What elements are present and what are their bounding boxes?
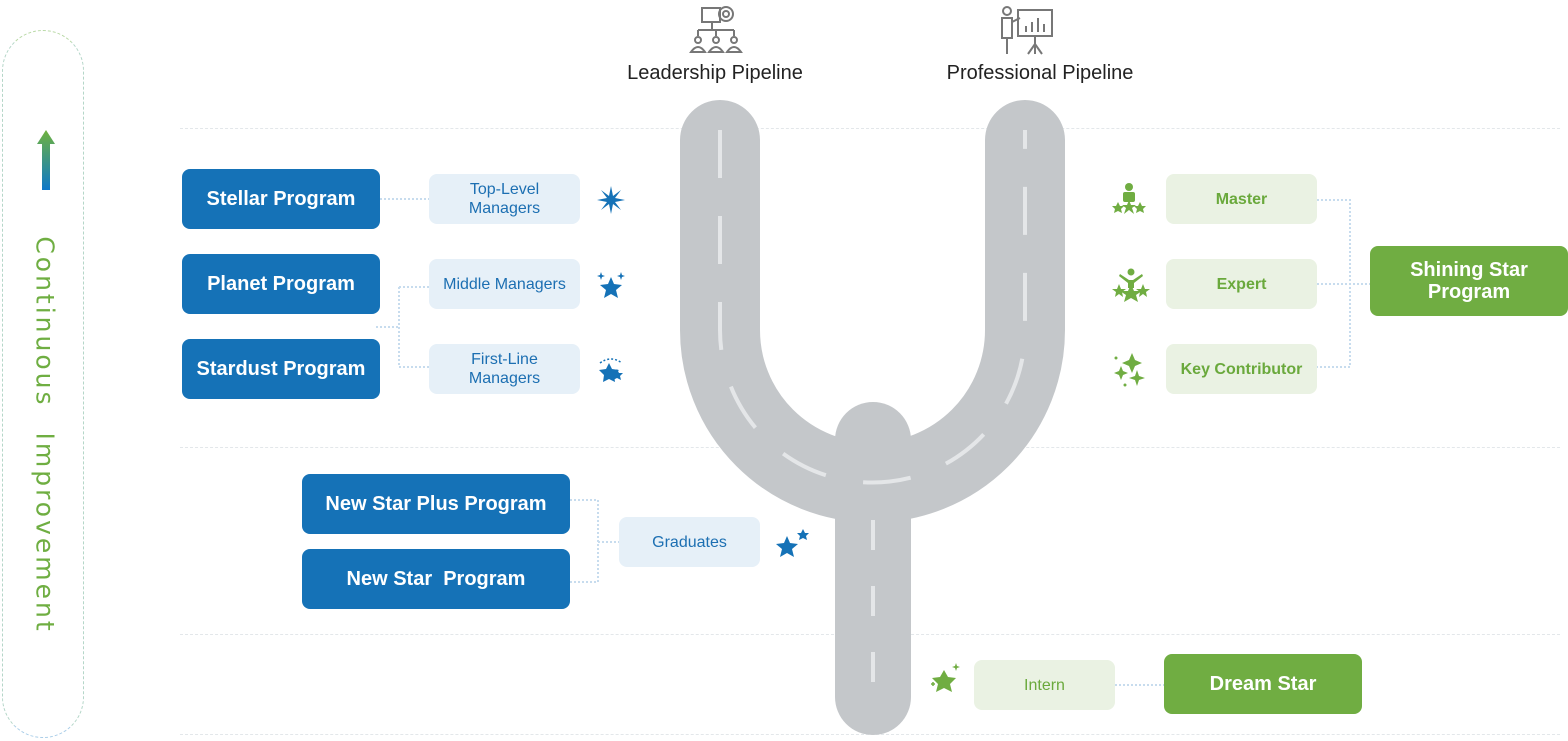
top-level-managers-tag: Top-Level Managers bbox=[429, 174, 580, 224]
stardust-program-box: Stardust Program bbox=[182, 339, 380, 399]
divider bbox=[180, 128, 1560, 129]
graduates-tag: Graduates bbox=[619, 517, 760, 567]
rising-star-icon bbox=[599, 358, 623, 382]
presentation-icon bbox=[1001, 6, 1053, 55]
up-arrow-icon bbox=[37, 130, 55, 190]
master-icon bbox=[1112, 183, 1146, 214]
master-tag: Master bbox=[1166, 174, 1317, 224]
first-line-managers-tag: First-Line Managers bbox=[429, 344, 580, 394]
professional-pipeline-title: Professional Pipeline bbox=[946, 62, 1134, 84]
leadership-org-icon bbox=[689, 6, 743, 53]
intern-tag: Intern bbox=[974, 660, 1115, 710]
intern-star-icon bbox=[931, 663, 960, 692]
expert-icon bbox=[1112, 268, 1150, 302]
leadership-pipeline-title: Leadership Pipeline bbox=[627, 62, 803, 84]
burst-star-icon bbox=[597, 186, 625, 214]
key-contributor-tag: Key Contributor bbox=[1166, 344, 1317, 394]
stellar-program-box: Stellar Program bbox=[182, 169, 380, 229]
middle-managers-tag: Middle Managers bbox=[429, 259, 580, 309]
sparkle-star-icon bbox=[597, 272, 625, 298]
shining-star-program-box: Shining Star Program bbox=[1370, 246, 1568, 316]
continuous-improvement-frame bbox=[2, 30, 84, 738]
dream-star-box: Dream Star bbox=[1164, 654, 1362, 714]
new-star-program-box: New Star Program bbox=[302, 549, 570, 609]
new-star-icon bbox=[776, 529, 809, 557]
sparkles-icon bbox=[1114, 353, 1145, 387]
planet-program-box: Planet Program bbox=[182, 254, 380, 314]
new-star-plus-program-box: New Star Plus Program bbox=[302, 474, 570, 534]
expert-tag: Expert bbox=[1166, 259, 1317, 309]
